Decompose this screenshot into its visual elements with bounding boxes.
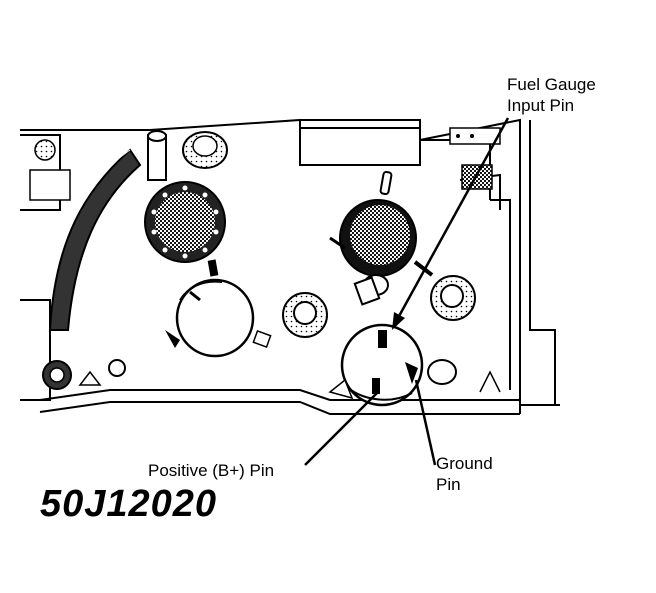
- leader-lines: [304, 117, 510, 466]
- positive-pin-leader-line: [304, 391, 379, 466]
- posts-and-bosses: [42, 130, 501, 393]
- base-plate: [39, 389, 521, 415]
- ground-pin-leader-line: [414, 379, 437, 466]
- housing-outline: [20, 118, 560, 406]
- callout-ground-pin-line1: Ground: [436, 454, 493, 473]
- dotted-gauge-socket: [144, 181, 226, 263]
- positive-pin-shape: [372, 378, 380, 394]
- callout-fuel-gauge-line2: Input Pin: [507, 96, 575, 115]
- lower-left-socket: [165, 259, 272, 358]
- upper-right-socket: [329, 170, 434, 306]
- fuel-gauge-arrowhead: [392, 312, 405, 330]
- callout-positive-pin: Positive (B+) Pin: [148, 461, 275, 480]
- top-connector-block: [299, 127, 501, 190]
- fuel-gauge-leader-arrow: [396, 117, 510, 319]
- ground-pin-shape: [405, 362, 418, 384]
- callout-fuel-gauge-line1: Fuel Gauge: [507, 75, 596, 94]
- fuel-gauge-socket: [328, 323, 424, 407]
- fuel-gauge-input-pin-shape: [378, 330, 387, 348]
- left-housing-sweep: [20, 134, 142, 401]
- callout-ground-pin-line2: Pin: [436, 475, 461, 494]
- figure-id: 50J12020: [40, 483, 218, 525]
